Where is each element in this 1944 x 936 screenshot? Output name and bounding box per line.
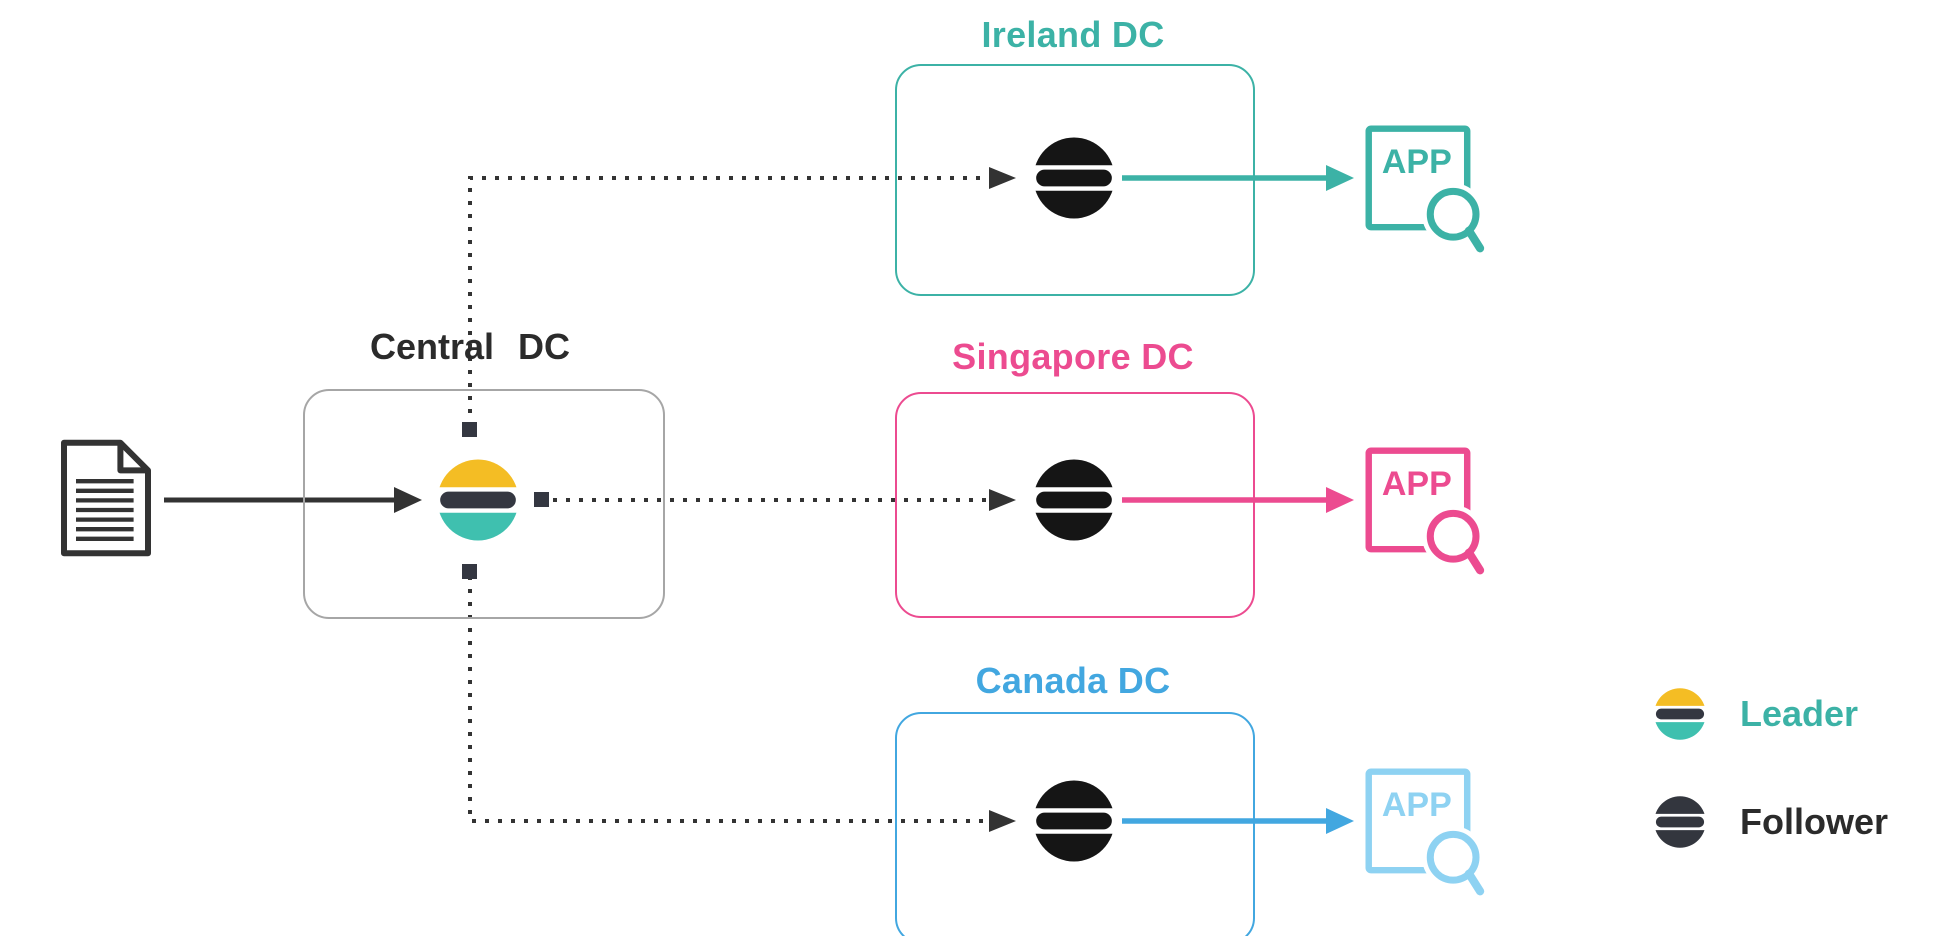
replication-arrow-canada xyxy=(468,576,1016,832)
magnifier-handle-icon xyxy=(1464,869,1485,896)
legend-leader-row: Leader xyxy=(1652,686,1858,742)
central-dc-box xyxy=(303,389,665,619)
singapore-dc-box xyxy=(895,392,1255,618)
elasticsearch-logo-follower-ireland xyxy=(1030,134,1118,222)
elasticsearch-logo-colored-icon xyxy=(1652,686,1708,742)
connector-square-top xyxy=(462,422,477,437)
replication-arrow-ireland xyxy=(468,167,1016,426)
central-dc-label-part2: DC xyxy=(518,326,571,367)
magnifier-handle-icon xyxy=(1464,226,1485,253)
ireland-dc-box xyxy=(895,64,1255,296)
app-icon-ireland: APP xyxy=(1365,125,1485,253)
connector-square-right xyxy=(534,492,549,507)
elasticsearch-logo-black-icon xyxy=(1652,794,1708,850)
canada-dc-box xyxy=(895,712,1255,936)
legend-follower-label: Follower xyxy=(1740,801,1889,842)
app-icon-singapore: APP xyxy=(1365,447,1485,575)
magnifier-lens-icon xyxy=(1426,509,1480,563)
singapore-dc-label: Singapore DC xyxy=(952,336,1194,377)
connector-square-bottom xyxy=(462,564,477,579)
elasticsearch-logo-leader xyxy=(434,456,522,544)
canada-dc-label: Canada DC xyxy=(975,660,1171,701)
app-label: APP xyxy=(1382,143,1452,181)
magnifier-lens-icon xyxy=(1426,830,1480,884)
central-dc-label: Central DC xyxy=(262,326,678,368)
magnifier-lens-icon xyxy=(1426,187,1480,241)
search-arrow-canada xyxy=(1122,808,1354,834)
document-icon xyxy=(61,439,151,557)
search-arrow-singapore xyxy=(1122,487,1354,513)
ingest-arrow xyxy=(164,487,422,513)
search-arrow-ireland xyxy=(1122,165,1354,191)
magnifier-handle-icon xyxy=(1464,548,1485,575)
document-text-lines xyxy=(76,479,134,541)
ireland-dc-label: Ireland DC xyxy=(981,14,1165,55)
legend-leader-label: Leader xyxy=(1740,693,1859,734)
app-label: APP xyxy=(1382,786,1452,824)
app-icon-canada: APP xyxy=(1365,768,1485,896)
app-label: APP xyxy=(1382,465,1452,503)
elasticsearch-logo-follower-singapore xyxy=(1030,456,1118,544)
central-dc-label-part1: Central xyxy=(369,326,495,367)
elasticsearch-logo-follower-canada xyxy=(1030,777,1118,865)
replication-arrow-singapore xyxy=(553,489,1016,511)
legend-follower-row: Follower xyxy=(1652,794,1888,850)
